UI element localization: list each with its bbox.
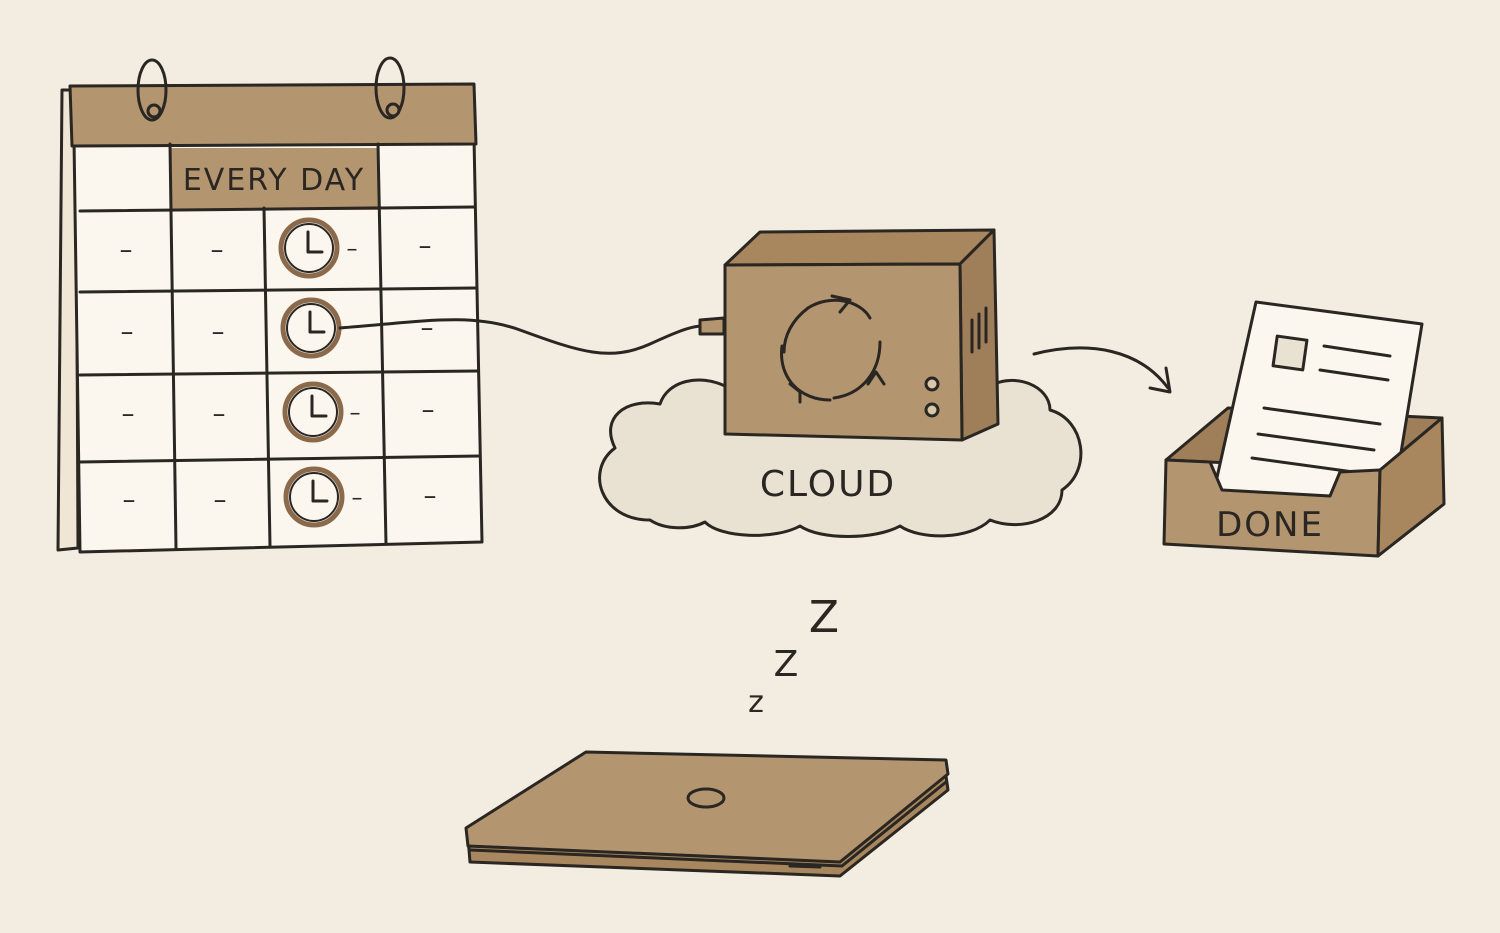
clock-icon — [282, 381, 344, 443]
clock-icon — [283, 466, 345, 528]
closed-laptop — [464, 750, 950, 878]
sleep-z-medium: Z — [774, 644, 799, 685]
document-icon — [1210, 300, 1424, 522]
clock-icon — [278, 217, 340, 279]
calendar-header-cell — [170, 148, 378, 210]
sleep-z-large: Z — [809, 592, 839, 643]
svg-text:–: – — [211, 235, 224, 265]
server-plug — [698, 316, 726, 336]
server-box — [698, 228, 1000, 442]
server-top-face — [723, 228, 996, 267]
svg-text:–: – — [419, 231, 432, 261]
laptop-logo-icon — [686, 787, 726, 809]
calendar-grid — [78, 142, 482, 550]
tray-front-panel — [1162, 458, 1382, 558]
svg-text:–: – — [123, 485, 136, 515]
svg-text:–: – — [122, 399, 135, 429]
sync-arrows-icon — [780, 294, 886, 404]
svg-text:–: – — [120, 235, 133, 265]
calendar-day-marks: – – – – – – – – – – – – – – – — [120, 231, 437, 515]
tray-label: DONE — [1216, 505, 1324, 545]
calendar-header-label: EVERY DAY — [183, 163, 365, 198]
laptop-edge-line — [468, 780, 948, 868]
server-front-face — [723, 262, 964, 442]
svg-text:–: – — [424, 481, 437, 511]
server-status-light — [924, 376, 940, 392]
tray-side-panel — [1376, 416, 1446, 558]
svg-text:–: – — [121, 317, 134, 347]
svg-text:–: – — [214, 485, 227, 515]
calendar-rings — [136, 56, 406, 122]
output-arrow — [1032, 346, 1172, 394]
svg-text:–: – — [422, 395, 435, 425]
calendar-clocks — [278, 217, 345, 528]
sleep-z-small: z — [748, 685, 764, 720]
server-status-light — [924, 402, 940, 418]
svg-text:–: – — [421, 313, 434, 343]
connection-cable — [338, 318, 704, 355]
svg-text:–: – — [350, 401, 361, 426]
calendar: EVERY DAY – – – – – – – – – – – – – – — [56, 56, 484, 554]
server-vent-slots — [970, 306, 988, 354]
calendar-binding-bar — [68, 82, 478, 148]
svg-text:–: – — [212, 317, 225, 347]
sleep-indicator: Z Z z — [748, 592, 839, 720]
clock-icon — [280, 297, 342, 359]
cloud-label: CLOUD — [760, 464, 896, 505]
done-tray: DONE — [1162, 300, 1446, 558]
svg-text:–: – — [352, 486, 363, 511]
svg-text:–: – — [347, 237, 358, 262]
svg-text:–: – — [213, 399, 226, 429]
laptop-port — [788, 864, 822, 869]
